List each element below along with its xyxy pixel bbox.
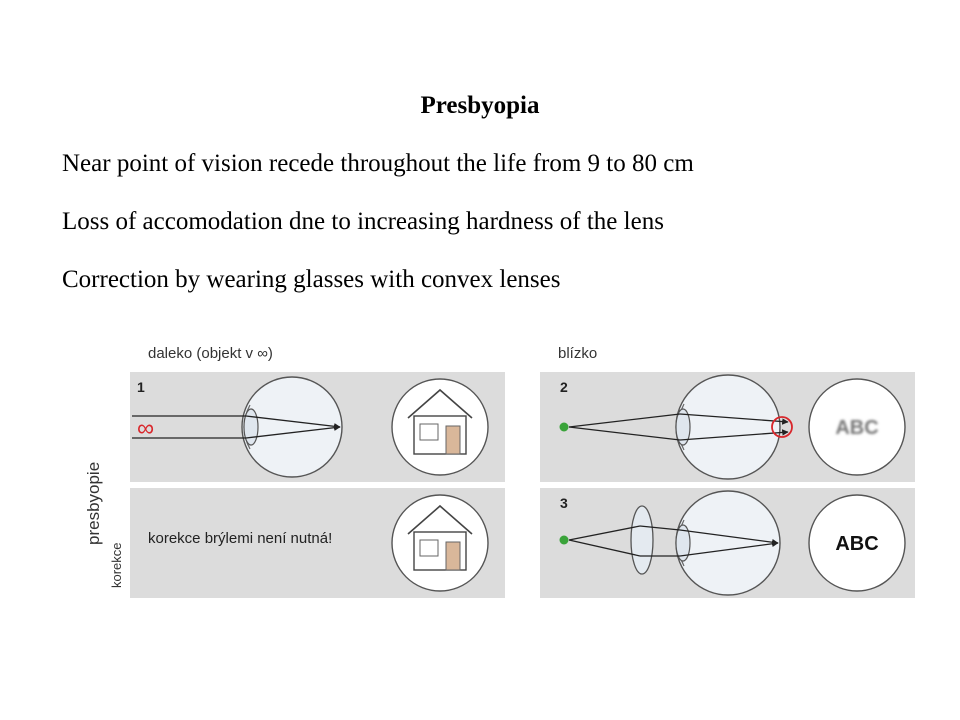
focus-behind-retina-icon — [771, 416, 793, 438]
side-label-korekce: korekce — [109, 542, 124, 588]
correction-note: korekce brýlemi není nutná! — [148, 530, 332, 547]
presbyopia-figure: daleko (objekt v ∞) blízko presbyopie ko… — [0, 330, 960, 620]
eye-1 — [241, 376, 343, 478]
house-view-korekce — [391, 494, 489, 592]
bullet-correction: Correction by wearing glasses with conve… — [62, 266, 561, 293]
convex-glasses-lens-icon — [630, 505, 654, 575]
infinity-icon: ∞ — [137, 415, 154, 442]
chart-view-sharp: ABC — [808, 494, 906, 592]
presbyopia-diagram: daleko (objekt v ∞) blízko presbyopie ko… — [84, 345, 915, 598]
left-header: daleko (objekt v ∞) — [148, 345, 273, 362]
lens-icon — [243, 408, 259, 446]
eye-2 — [675, 374, 781, 480]
right-header: blízko — [558, 345, 597, 362]
slide-title: Presbyopia — [420, 92, 540, 119]
near-object-dot-icon — [559, 535, 569, 545]
light-rays-1 — [132, 415, 341, 439]
chart-view-blurred: ABC — [808, 378, 906, 476]
near-object-dot-icon — [559, 422, 569, 432]
lens-icon — [675, 408, 691, 446]
panel-number-1: 1 — [137, 379, 145, 395]
side-label-presbyopie: presbyopie — [84, 462, 103, 545]
light-rays-2 — [568, 413, 789, 441]
house-view-1 — [391, 378, 489, 476]
bullet-near-point: Near point of vision recede throughout t… — [62, 150, 694, 177]
sharp-abc-text: ABC — [835, 533, 878, 555]
lens-icon — [675, 524, 691, 562]
blurred-abc-text: ABC — [835, 417, 878, 439]
eye-3 — [675, 490, 781, 596]
light-rays-3 — [568, 525, 779, 557]
panel-number-3: 3 — [560, 495, 568, 511]
bullet-loss-accommodation: Loss of accomodation dne to increasing h… — [62, 208, 664, 235]
panel-number-2: 2 — [560, 379, 568, 395]
